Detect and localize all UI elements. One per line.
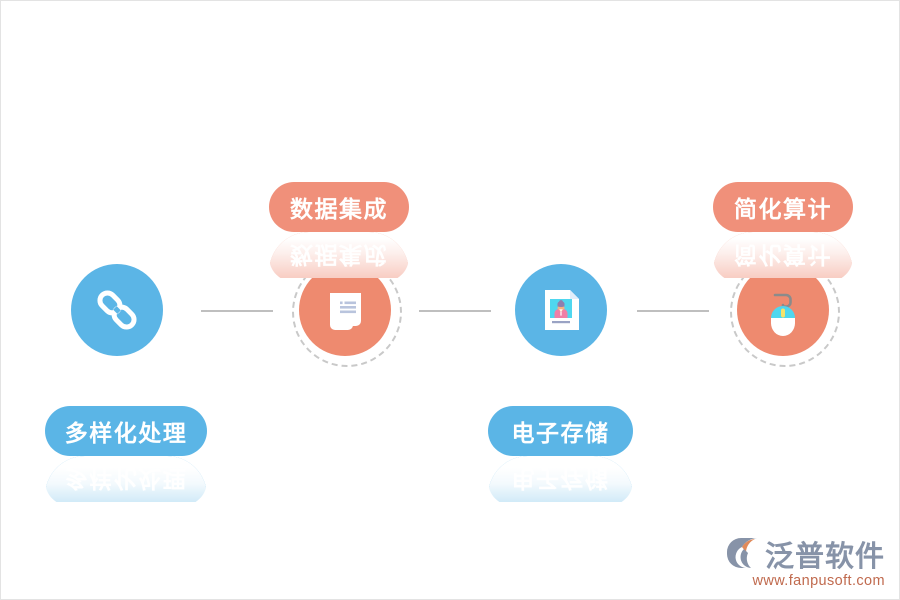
- fanpu-swoosh-icon: [723, 536, 761, 573]
- label-data-integration[interactable]: 数据集成 数据集成: [269, 182, 409, 278]
- label-text: 电子存储: [511, 420, 610, 446]
- label-electronic-storage[interactable]: 电子存储 电子存储: [488, 406, 633, 502]
- node-mouse[interactable]: [730, 257, 840, 367]
- node-id-card[interactable]: [515, 264, 607, 356]
- computer-mouse-icon: [755, 282, 811, 338]
- label-reflection: 电子存储: [488, 456, 633, 502]
- connector-line-3: [637, 310, 709, 312]
- label-text: 多样化处理: [64, 420, 188, 446]
- logo-name: 泛普软件: [764, 541, 885, 573]
- node-scroll[interactable]: [292, 257, 402, 367]
- label-text: 简化算计: [734, 196, 832, 222]
- logo-url: www.fanpusoft.com: [752, 573, 885, 589]
- connector-line-1: [201, 310, 273, 312]
- node-link[interactable]: [71, 264, 163, 356]
- document-person-icon: [533, 282, 589, 338]
- connector-line-2: [419, 310, 491, 312]
- label-diversified-processing[interactable]: 多样化处理 多样化处理: [45, 406, 207, 502]
- label-reflection: 多样化处理: [45, 456, 207, 502]
- scroll-document-icon: [317, 282, 373, 338]
- chain-link-icon: [89, 282, 145, 338]
- logo-row: 泛普软件: [723, 533, 885, 575]
- label-simplify-calculation[interactable]: 简化算计 简化算计: [713, 182, 853, 278]
- label-text: 数据集成: [290, 196, 388, 222]
- logo: 泛普软件 www.fanpusoft.com: [723, 533, 885, 589]
